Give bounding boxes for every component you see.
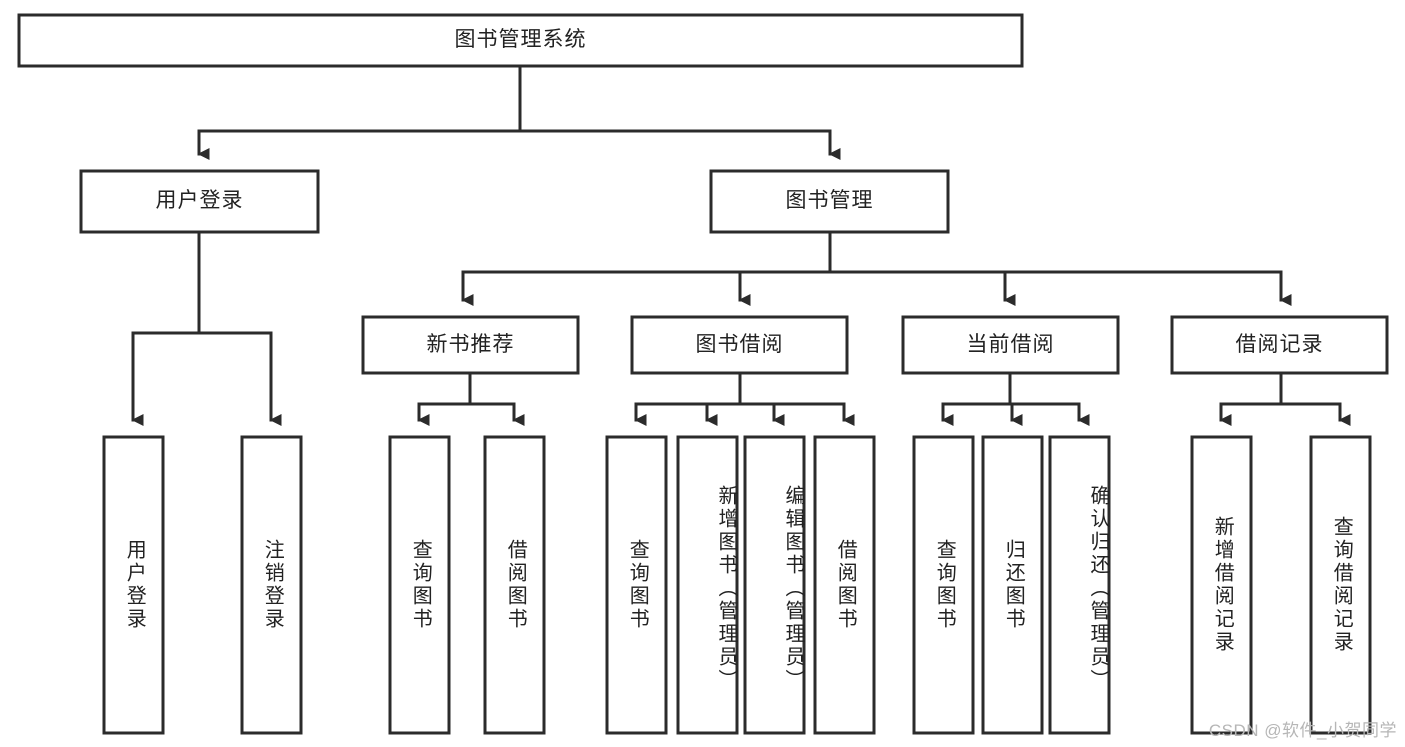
node-borrow-record[interactable] <box>1170 315 1389 375</box>
node-root-book-management-system[interactable] <box>17 13 1024 68</box>
watermark-csdn: CSDN @软件_小贺同学 <box>1208 721 1397 740</box>
leaf-box-return-book[interactable] <box>981 435 1044 735</box>
leaf-box-current-query[interactable] <box>912 435 975 735</box>
leaf-box-borrow-query[interactable] <box>605 435 668 735</box>
leaf-box-confirm-return-admin[interactable] <box>1048 435 1111 735</box>
leaf-box-logout[interactable] <box>240 435 303 735</box>
node-user-login[interactable] <box>79 169 320 234</box>
node-book-management[interactable] <box>709 169 950 234</box>
leaf-box-borrow-book[interactable] <box>813 435 876 735</box>
leaf-box-add-book-admin[interactable] <box>676 435 739 735</box>
leaf-box-edit-book-admin[interactable] <box>743 435 806 735</box>
leaf-box-query-record[interactable] <box>1309 435 1372 735</box>
leaf-box-user-login[interactable] <box>102 435 165 735</box>
leaf-box-new-book-query[interactable] <box>388 435 451 735</box>
node-current-borrow[interactable] <box>901 315 1120 375</box>
leaf-box-new-book-borrow[interactable] <box>483 435 546 735</box>
node-new-book-recommend[interactable] <box>361 315 580 375</box>
node-book-borrow[interactable] <box>630 315 849 375</box>
leaf-box-add-record[interactable] <box>1190 435 1253 735</box>
